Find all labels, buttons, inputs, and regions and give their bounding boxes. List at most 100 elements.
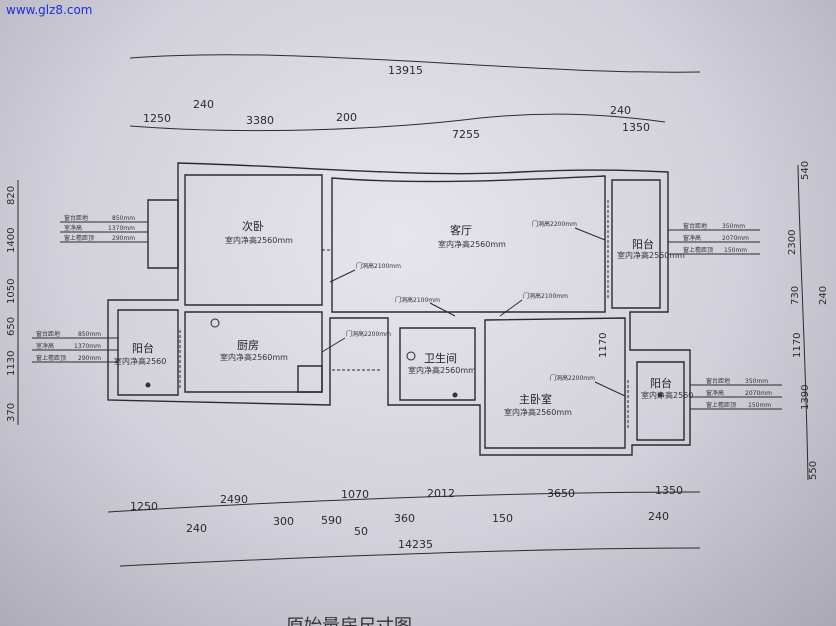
dim-bottom-sub-4: 360	[394, 512, 415, 525]
left-dimensions: 820 1400 1050 650 1130 370	[6, 180, 19, 425]
dim-total-top: 13915	[388, 64, 423, 77]
room-kitchen-height: 室内净高2560mm	[220, 352, 288, 362]
dim-top-2: 3380	[246, 114, 274, 127]
win-rb-value-1: 2070mm	[745, 390, 772, 397]
win-rt-label-0: 窗台距地	[683, 222, 707, 230]
kitchen-wall	[184, 311, 323, 393]
door-note-5: 门洞高2200mm	[532, 220, 577, 228]
dim-bottom-4: 3650	[547, 487, 575, 500]
win-rb-label-0: 窗台距地	[706, 377, 730, 385]
dim-right-0: 540	[800, 161, 811, 180]
dim-bottom-5: 1350	[655, 484, 683, 497]
room-bathroom: 卫生间	[424, 351, 457, 365]
door-note-4: 门洞高2100mm	[523, 292, 568, 300]
dim-inner-1170: 1170	[598, 333, 609, 358]
room-balcony-right-bottom-height: 室内净高2560	[641, 390, 693, 400]
room-second-bedroom-height: 室内净高2560mm	[225, 235, 293, 245]
dim-left-1: 1400	[6, 228, 17, 253]
win-lb-value-0: 850mm	[78, 331, 101, 338]
dim-top-0: 1250	[143, 112, 171, 125]
leader-d3	[429, 302, 456, 317]
bottom-row-dim-line	[107, 491, 701, 513]
dim-bottom-0: 1250	[130, 500, 158, 513]
bathroom-floor-drain	[452, 392, 458, 398]
dim-right-2: 730	[790, 286, 801, 305]
leader-d1	[329, 269, 356, 283]
win-lb-label-1: 室净高	[36, 342, 54, 350]
room-balcony-left: 阳台	[132, 341, 154, 355]
dim-bottom-2: 1070	[341, 488, 369, 501]
dim-top-1: 240	[193, 98, 214, 111]
room-balcony-right-top-height: 室内净高2560mm	[617, 250, 685, 260]
dim-left-0: 820	[6, 186, 17, 205]
leader-d4	[499, 299, 523, 317]
dim-left-3: 650	[6, 317, 17, 336]
living-room-wall	[331, 175, 606, 313]
leader-d2	[321, 337, 346, 353]
room-balcony-right-bottom: 阳台	[650, 376, 672, 390]
room-labels: 次卧 室内净高2560mm 客厅 室内净高2560mm 厨房 室内净高2560m…	[114, 219, 693, 417]
total-bottom-dim-line	[119, 547, 701, 567]
kitchen-stack	[297, 365, 323, 393]
top-dimensions: 13915 1250 240 3380 200 7255 240 1350	[129, 54, 701, 141]
win-lt-value-0: 850mm	[112, 215, 135, 222]
room-balcony-left-height: 室内净高2560	[114, 356, 166, 366]
win-rt-label-2: 窗上檐距顶	[683, 246, 713, 254]
win-lt-label-2: 窗上檐距顶	[64, 234, 94, 242]
master-bedroom-wall	[484, 317, 626, 449]
room-master-bedroom: 主卧室	[519, 392, 552, 406]
dim-right-3: 240	[818, 286, 829, 305]
room-second-bedroom: 次卧	[242, 219, 264, 233]
win-rt-value-2: 150mm	[724, 247, 747, 254]
dim-top-4: 7255	[452, 128, 480, 141]
dim-bottom-sub-2: 590	[321, 514, 342, 527]
balcony-right-top-wall	[611, 179, 661, 309]
dim-bottom-sub-3: 50	[354, 525, 368, 538]
win-lt-label-1: 室净高	[64, 224, 82, 232]
door-note-1: 门洞高2100mm	[356, 262, 401, 270]
win-lt-value-2: 290mm	[112, 235, 135, 242]
room-living-height: 室内净高2560mm	[438, 239, 506, 249]
door-note-2: 门洞高2200mm	[346, 330, 391, 338]
dim-bottom-sub-5: 150	[492, 512, 513, 525]
room-balcony-right-top: 阳台	[632, 237, 654, 251]
dim-bottom-sub-1: 300	[273, 515, 294, 528]
win-lb-label-2: 窗上檐距顶	[36, 354, 66, 362]
win-lb-label-0: 窗台距地	[36, 330, 60, 338]
outer-wall	[107, 162, 691, 456]
balcony-left-wall	[117, 309, 179, 396]
second-bedroom-wall	[184, 174, 323, 306]
dim-bottom-sub-6: 240	[648, 510, 669, 523]
window-notes: 窗台距地 850mm 室净高 1370mm 窗上檐距顶 290mm 窗台距地 8…	[32, 214, 782, 410]
door-notes: 门洞高2100mm 门洞高2200mm 门洞高2100mm 门洞高2100mm …	[321, 220, 626, 397]
bathroom-drain	[406, 351, 416, 361]
dim-right-4: 1170	[792, 333, 803, 358]
balcony-drain	[145, 382, 151, 388]
dim-left-5: 370	[6, 403, 17, 422]
right-dim-line	[797, 164, 809, 481]
win-rb-value-0: 350mm	[745, 378, 768, 385]
dim-left-4: 1130	[6, 351, 17, 376]
room-bathroom-height: 室内净高2560mm	[408, 365, 476, 375]
dim-right-6: 550	[808, 461, 819, 480]
win-rt-value-1: 2070mm	[722, 235, 749, 242]
room-master-bedroom-height: 室内净高2560mm	[504, 407, 572, 417]
dim-bottom-1: 2490	[220, 493, 248, 506]
leader-d6	[594, 381, 626, 397]
dim-top-3: 200	[336, 111, 357, 124]
leader-d5	[574, 227, 606, 241]
dim-right-5: 1390	[800, 385, 811, 410]
bottom-dimensions: 1250 2490 1070 2012 3650 1350 240 300 59…	[107, 484, 701, 567]
win-lb-value-2: 290mm	[78, 355, 101, 362]
watermark: www.glz8.com	[6, 3, 92, 17]
right-dimensions: 540 2300 730 240 1170 1390 550	[787, 161, 829, 481]
dim-bottom-sub-0: 240	[186, 522, 207, 535]
balcony-right-bottom-wall	[636, 361, 685, 441]
win-rb-label-2: 窗上檐距顶	[706, 401, 736, 409]
win-rt-value-0: 350mm	[722, 223, 745, 230]
top-row-dim-line	[129, 113, 666, 132]
win-rb-label-1: 窗净高	[706, 389, 724, 397]
room-kitchen: 厨房	[237, 339, 259, 352]
